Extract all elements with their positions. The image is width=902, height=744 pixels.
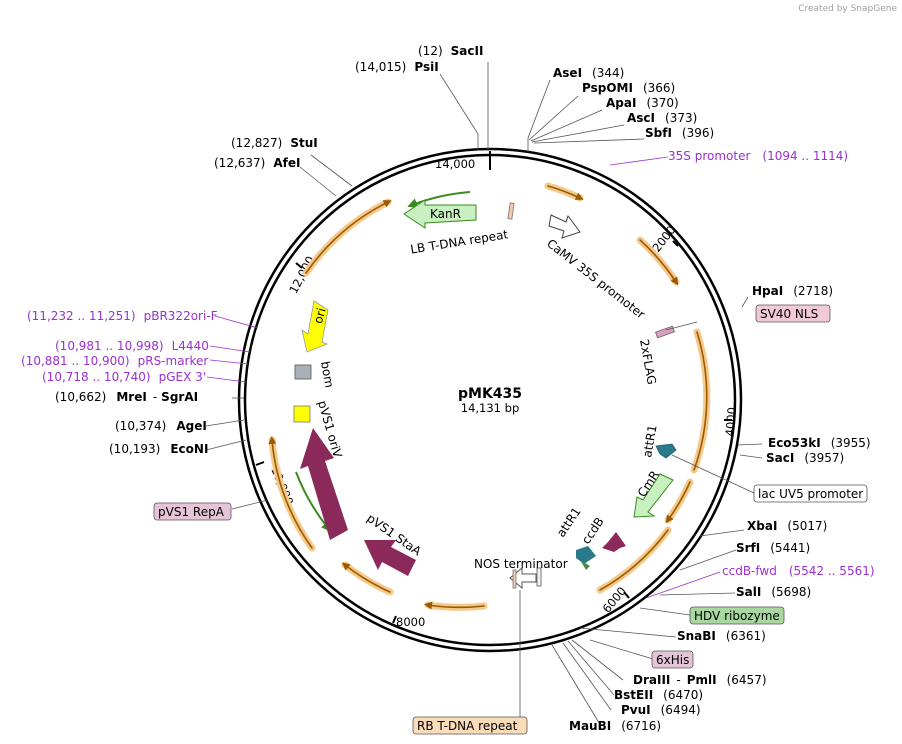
plasmid-size: 14,131 bp (461, 401, 520, 415)
svg-text:lac UV5 promoter: lac UV5 promoter (758, 487, 863, 501)
site-saci: SacI(3957) (766, 451, 844, 465)
svg-text:HDV ribozyme: HDV ribozyme (694, 609, 780, 623)
orf-arcs (268, 182, 711, 611)
primer-prs-marker: (10,881 .. 10,900)pRS-marker (21, 354, 208, 368)
site-snabi: SnaBI(6361) (677, 629, 766, 643)
nos-term-box (536, 567, 542, 587)
site-afei: (12,637)AfeI (214, 156, 300, 170)
site-econi: (10,193)EcoNI (109, 442, 208, 456)
bom-label: bom (318, 360, 336, 389)
site-asei: AseI(344) (553, 66, 624, 80)
site-draiii-pmli: DraIII-PmlI(6457) (633, 673, 767, 687)
flag-box (655, 325, 675, 339)
ccdb-arrow (602, 532, 626, 552)
tick-label-4000: 4000 (722, 407, 738, 437)
site-stui: (12,827)StuI (231, 136, 318, 150)
site-apai: ApaI(370) (606, 96, 679, 110)
snapgene-credit: Created by SnapGene (798, 4, 897, 14)
site-asci: AscI(373) (627, 111, 697, 125)
ccdb-tail (580, 560, 590, 570)
kanr-arc (407, 191, 471, 208)
site-mrei-sgrai: (10,662)MreI-SgrAI (55, 390, 198, 404)
primer-ccdb-fwd: ccdB-fwd(5542 .. 5561) (722, 564, 875, 578)
oriv-yellow-box (293, 405, 311, 423)
site-srfi: SrfI(5441) (736, 541, 810, 555)
primer-pbr322ori: (11,232 .. 11,251)pBR322ori-F (27, 309, 218, 323)
attr1a-arrow (655, 443, 677, 459)
lb-label: LB T-DNA repeat (409, 227, 509, 256)
svg-text:pVS1 RepA: pVS1 RepA (158, 505, 225, 519)
ori-arrow (301, 300, 329, 353)
nos-label: NOS terminator (474, 557, 568, 571)
site-bsteii: BstEII(6470) (614, 688, 703, 702)
site-xbai: XbaI(5017) (747, 519, 827, 533)
attr1b-label: attR1 (554, 505, 584, 540)
boxed-hdv-ribozyme: HDV ribozyme (689, 606, 785, 625)
primer-pgex: (10,718 .. 10,740)pGEX 3' (42, 370, 206, 384)
kanr-arrow (403, 199, 477, 229)
boxed-rb-tdna: RB T-DNA repeat (412, 716, 528, 735)
lb-repeat-box (507, 202, 515, 220)
oriv-arrow (300, 428, 348, 540)
site-pvui: PvuI(6494) (621, 703, 701, 717)
camv-label: CaMV 35S promoter (544, 236, 648, 321)
staa-arrow (364, 540, 416, 576)
site-eco53ki: Eco53kI(3955) (768, 436, 871, 450)
primer-35s: 35S promoter(1094 .. 1114) (668, 149, 848, 163)
tick-marks (255, 151, 732, 624)
attr1a-label: attR1 (640, 424, 659, 459)
boxed-pvs1-repa: pVS1 RepA (153, 502, 232, 521)
site-sacii: (12)SacII (418, 44, 483, 58)
svg-text:6xHis: 6xHis (656, 653, 689, 667)
primer-l4440: (10,981 .. 10,998)L4440 (55, 339, 209, 353)
primer-leaders (206, 156, 721, 599)
rb-repeat-box (512, 569, 517, 589)
boxed-lac-uv5: lac UV5 promoter (753, 484, 868, 503)
site-sali: SalI(5698) (736, 585, 811, 599)
tick-label-14000: 14,000 (435, 157, 475, 171)
ori-label: ori (311, 306, 329, 325)
tick-label-8000: 8000 (396, 615, 425, 629)
site-sbfi: SbfI(396) (645, 126, 714, 140)
camv-arrow (548, 214, 581, 239)
site-pspomi: PspOMI(366) (582, 81, 675, 95)
svg-text:RB T-DNA repeat: RB T-DNA repeat (417, 719, 518, 733)
boxed-sv40-nls: SV40 NLS (755, 304, 831, 323)
svg-text:SV40 NLS: SV40 NLS (760, 307, 818, 321)
kanr-label: KanR (430, 207, 461, 221)
cmr-arrow (633, 473, 674, 518)
backbone-outer (237, 147, 743, 653)
site-maubi: MauBI(6716) (569, 719, 661, 733)
site-agei: (10,374)AgeI (115, 419, 207, 433)
attr1b-shape (576, 546, 596, 564)
boxed-6xhis: 6xHis (651, 650, 694, 669)
ccdb-label: ccdB (579, 515, 607, 547)
flag-label: 2xFLAG (637, 338, 659, 386)
site-psti: (14,015)PsiI (355, 60, 439, 74)
bom-box (294, 364, 312, 380)
site-hpai: HpaI(2718) (752, 284, 833, 298)
plasmid-name: pMK435 (458, 386, 522, 402)
leader-lines (205, 62, 763, 727)
